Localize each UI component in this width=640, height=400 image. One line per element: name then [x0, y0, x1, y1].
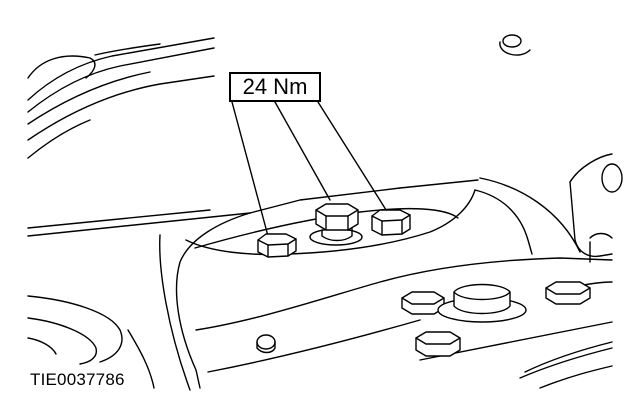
top-mount-bolt-right [371, 209, 411, 236]
trim-panel-lines [27, 37, 215, 159]
strut-tower [159, 177, 581, 391]
clip-ring [499, 34, 531, 56]
right-bracket [569, 153, 623, 263]
lower-nut-bottom [415, 331, 461, 357]
body-panel-edge-upper [27, 209, 211, 229]
lower-panels [195, 257, 613, 389]
small-knob [256, 334, 276, 354]
top-mount-bolt-center [309, 203, 363, 246]
top-mount-bolt-left [257, 233, 297, 258]
figure-id-label: TIE0037786 [30, 370, 125, 389]
lower-nut-left [401, 291, 445, 315]
lower-nut-right [545, 281, 591, 305]
body-panel-edge [27, 212, 251, 237]
lower-nut-center [437, 283, 527, 323]
torque-callout-label: 24 Nm [229, 72, 321, 102]
lower-left-trim [27, 295, 155, 389]
leader-lines [231, 101, 389, 237]
